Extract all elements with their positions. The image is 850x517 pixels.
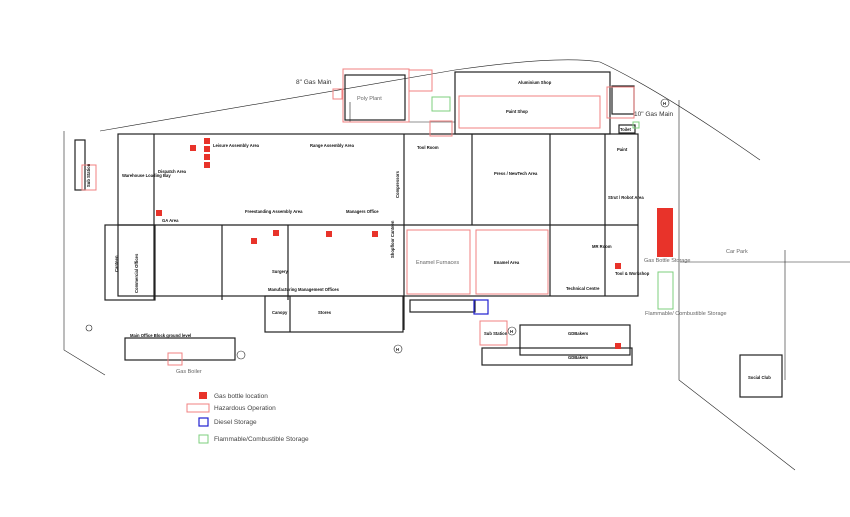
factory-walls (74, 71, 783, 398)
hydrant-label: H (510, 329, 513, 334)
tool-room-label: Tool Room (417, 145, 439, 150)
sub-station-bottom-label: Sub Station (484, 331, 508, 336)
freestanding-label: Freestanding Assembly Area (245, 209, 303, 214)
legend: Gas bottle location Hazardous Operation … (186, 392, 309, 444)
hazardous-areas (81, 68, 635, 366)
flammable-storage-label: Flammable/ Combustible Storage (645, 311, 727, 317)
canteen-label: Canteen (114, 255, 119, 272)
warehouse-loading-label: Warehouse Loading Bay (122, 173, 171, 178)
hydrant-label: H (396, 347, 399, 352)
mr-room-label: MR Room (592, 244, 612, 249)
bakers-1-label: GDBakers (568, 331, 589, 336)
hydrant-markers: H H H (85, 98, 670, 360)
dispatch-label: Dispatch Area (158, 169, 187, 174)
technical-centre-label: Technical Centre (566, 286, 600, 291)
paint-shop-label: Paint Shop (506, 109, 528, 114)
social-club-label: Social Club (748, 375, 771, 380)
mfg-offices-label: Manufacturing Management Offices (268, 287, 340, 292)
managers-office-label: Managers Office (346, 209, 379, 214)
strut-robot-label: Strut / Robot Area (608, 195, 644, 200)
range-assembly-label: Range Assembly Area (310, 143, 355, 148)
stores-label: Stores (318, 310, 332, 315)
commercial-offices-label: Commercial Offices (134, 253, 139, 293)
legend-hazardous-swatch (186, 403, 210, 413)
hydrant-label: H (663, 101, 666, 106)
area-labels: 8" Gas Main 10" Gas Main Poly Plant Alum… (86, 79, 771, 380)
leisure-assembly-label: Leisure Assembly Area (213, 143, 260, 148)
ga-area-label: GA Area (162, 218, 179, 223)
gas-main-10-label: 10" Gas Main (634, 111, 674, 118)
press-newtech-label: Press / NewTech Area (494, 171, 538, 176)
car-park-label: Car Park (726, 249, 748, 255)
surgery-label: Surgery (272, 269, 288, 274)
label-label: Gas bottle location (214, 393, 268, 400)
bakers-2-label: GDBakers (568, 355, 589, 360)
enamel-area-label: Enamel Area (494, 260, 520, 265)
flammable-storage-areas (431, 96, 674, 310)
main-office-label: Main Office Block ground level (130, 333, 191, 338)
compressors-label: Compressors (395, 170, 400, 198)
gas-main-8-label: 8" Gas Main (296, 79, 332, 86)
shopfloor-canteen-label: Shopfloor Canteen (390, 220, 395, 258)
aluminium-shop-label: Aluminium Shop (518, 80, 552, 85)
canopy-label: Canopy (272, 310, 288, 315)
gas-bottle-storage-label: Gas Bottle Storage (644, 258, 690, 264)
sub-station-left-label: Sub Station (86, 163, 91, 187)
label-label: Diesel Storage (214, 419, 257, 426)
toilet-label: Toilet (620, 127, 631, 132)
legend-flammable-swatch (198, 434, 209, 444)
legend-diesel-swatch (198, 417, 209, 427)
paint-label: Paint (617, 147, 628, 152)
legend-gas-bottle-swatch (199, 392, 207, 399)
enamel-furnaces-label: Enamel Furnaces (416, 260, 459, 266)
poly-plant-label: Poly Plant (357, 96, 382, 102)
tool-workshop-label: Tool & Workshop (615, 271, 650, 276)
gas-boiler-label: Gas Boiler (176, 369, 202, 375)
label-label: Flammable/Combustible Storage (214, 436, 309, 443)
diesel-storage (473, 299, 489, 315)
gas-bottle-locations (156, 138, 673, 349)
label-label: Hazardous Operation (214, 405, 276, 412)
